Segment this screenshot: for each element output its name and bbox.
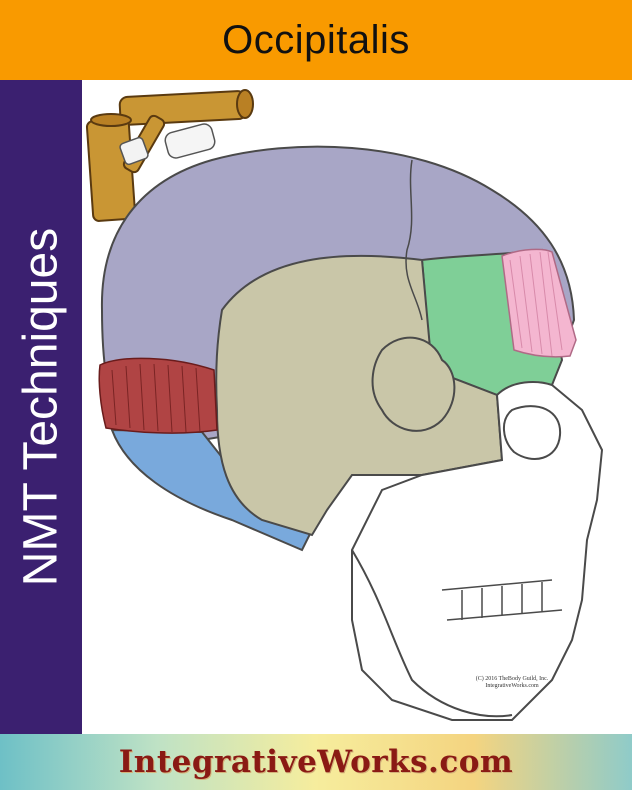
skull-illustration: (C) 2016 TheBody Guild, Inc. Integrative… xyxy=(82,80,632,734)
frontalis-muscle xyxy=(501,248,577,358)
sidebar-label: NMT Techniques xyxy=(14,227,68,587)
skull-drawing xyxy=(85,89,604,721)
page-title: Occipitalis xyxy=(222,17,410,62)
copyright-credit: (C) 2016 TheBody Guild, Inc. Integrative… xyxy=(452,676,572,690)
sidebar-banner: NMT Techniques xyxy=(0,80,82,734)
occipitalis-muscle xyxy=(98,357,218,434)
footer-banner: IntegrativeWorks.com xyxy=(0,734,632,790)
credit-line-1: (C) 2016 TheBody Guild, Inc. xyxy=(475,676,549,682)
brand-logo[interactable]: IntegrativeWorks.com xyxy=(118,744,514,780)
massage-tools-icon xyxy=(85,89,254,222)
suture-line xyxy=(405,159,423,321)
title-banner: Occipitalis xyxy=(0,0,632,80)
credit-line-2: IntegrativeWorks.com xyxy=(485,683,539,689)
